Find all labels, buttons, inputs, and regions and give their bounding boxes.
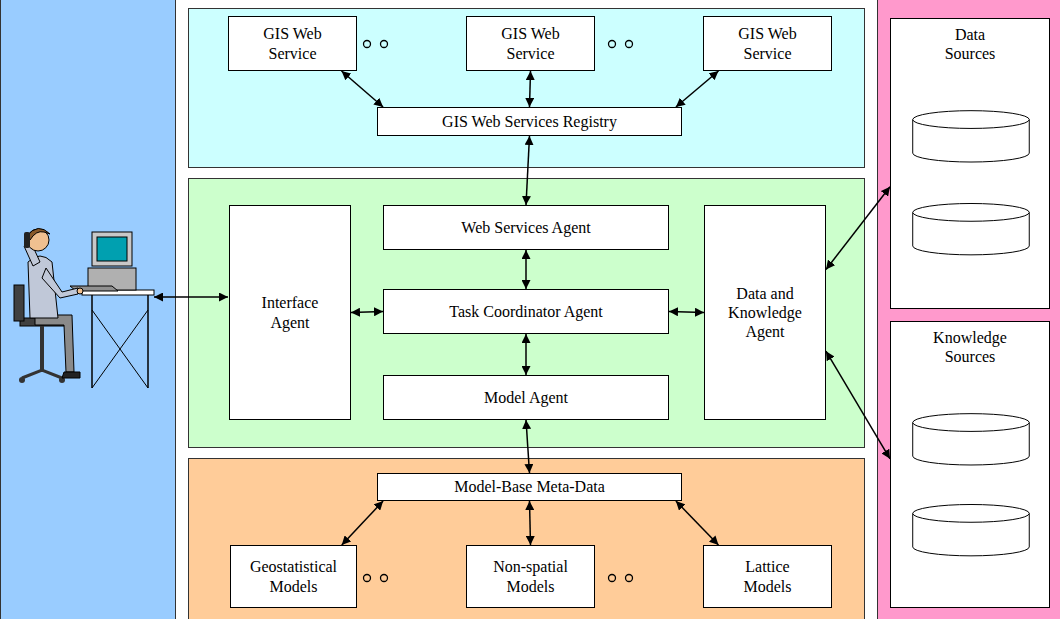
component-box: Web Services Agent (383, 205, 669, 250)
connector-arrow (342, 501, 383, 545)
connector-arrow (525, 334, 527, 375)
component-box: Data and Knowledge Agent (704, 205, 826, 420)
component-box: GIS Web Service (466, 16, 595, 71)
user-illustration (14, 228, 154, 388)
connector-arrow (530, 71, 531, 107)
node-label: Data Sources (933, 25, 1008, 63)
node-label: Interface Agent (245, 293, 335, 331)
database-cylinders (891, 19, 1049, 308)
connector-arrow (526, 136, 530, 205)
connector-arrow (526, 420, 530, 473)
node-label: Task Coordinator Agent (391, 302, 661, 321)
node-label: GIS Web Service (728, 24, 808, 62)
connector-arrow (342, 71, 384, 107)
node-label: GIS Web Service (253, 24, 333, 62)
node-label: Knowledge Sources (925, 328, 1015, 366)
component-box: Task Coordinator Agent (383, 289, 669, 334)
node-label: Non-spatial Models (486, 557, 576, 595)
component-box: GIS Web Service (228, 16, 357, 71)
connector-arrow (530, 501, 531, 545)
component-box: Lattice Models (703, 545, 832, 608)
node-label: Web Services Agent (391, 218, 661, 237)
node-label: GIS Web Services Registry (385, 112, 675, 131)
component-box: Model Agent (383, 375, 669, 420)
component-box: Model-Base Meta-Data (377, 473, 682, 501)
source-box: Knowledge Sources (890, 321, 1050, 608)
user-link (154, 296, 228, 298)
connector-arrow (525, 250, 527, 289)
user-panel (0, 0, 176, 619)
component-box: GIS Web Service (703, 16, 832, 71)
connector-arrow (676, 71, 719, 107)
node-label: Model-Base Meta-Data (385, 477, 675, 496)
node-label: Data and Knowledge Agent (721, 284, 809, 342)
source-box: Data Sources (890, 18, 1050, 309)
connector-arrow (351, 312, 383, 313)
component-box: Interface Agent (229, 205, 351, 420)
connector-arrow (669, 312, 704, 313)
node-label: Lattice Models (728, 557, 808, 595)
node-label: Model Agent (391, 388, 661, 407)
node-label: GIS Web Service (491, 24, 571, 62)
component-box: GIS Web Services Registry (377, 107, 682, 136)
connector-arrow (676, 501, 719, 545)
connector-arrow (826, 351, 890, 459)
component-box: Geostatistical Models (230, 545, 357, 608)
connector-arrow (826, 187, 890, 270)
component-box: Non-spatial Models (466, 545, 595, 608)
node-label: Geostatistical Models (239, 557, 349, 595)
